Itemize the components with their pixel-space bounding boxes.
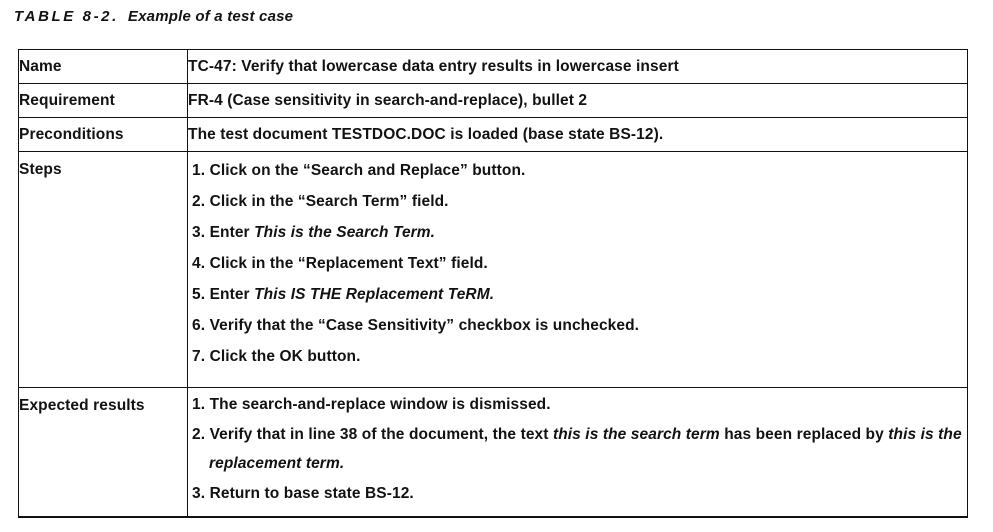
item-text: Click on the “Search and Replace” button… (209, 162, 526, 179)
step-item: 1. Click on the “Search and Replace” but… (189, 155, 967, 186)
row-value-requirement: FR-4 (Case sensitivity in search-and-rep… (187, 83, 968, 118)
step-item: 3. Enter This is the Search Term. (189, 217, 967, 248)
item-text: The search-and-replace window is dismiss… (209, 396, 551, 413)
step-item: 4. Click in the “Replacement Text” field… (189, 248, 967, 279)
row-label-name: Name (18, 49, 188, 84)
table-row-requirement: Requirement FR-4 (Case sensitivity in se… (18, 83, 968, 118)
step-item: 2. Click in the “Search Term” field. (189, 186, 967, 217)
expected-results-list: 1. The search-and-replace window is dism… (189, 388, 967, 509)
row-label-requirement: Requirement (18, 83, 188, 118)
item-number: 3. (192, 224, 206, 241)
item-text-italic: This is the Search Term. (254, 224, 436, 241)
table-row-name: Name TC-47: Verify that lowercase data e… (18, 49, 968, 84)
expected-result-item: 1. The search-and-replace window is dism… (189, 390, 967, 420)
row-label-preconditions: Preconditions (18, 117, 188, 152)
row-value-name: TC-47: Verify that lowercase data entry … (187, 49, 968, 84)
item-number: 1. (192, 396, 206, 413)
item-text: has been replaced by (719, 425, 889, 443)
item-text: Return to base state BS-12. (209, 484, 414, 502)
table-row-expected-results: Expected results 1. The search-and-repla… (18, 387, 968, 518)
item-text: Enter (209, 286, 255, 303)
item-number: 3. (192, 484, 206, 502)
item-number: 6. (192, 317, 206, 334)
item-text: Verify that the “Case Sensitivity” check… (209, 317, 640, 334)
item-text-italic: this is the search term (552, 425, 720, 443)
row-value-preconditions: The test document TESTDOC.DOC is loaded … (187, 117, 968, 152)
item-text: Click the OK button. (209, 348, 361, 365)
expected-result-item: 2. Verify that in line 38 of the documen… (189, 420, 967, 479)
table-caption-text: Example of a test case (127, 8, 294, 25)
step-item: 5. Enter This IS THE Replacement TeRM. (189, 279, 967, 310)
table-caption: TABLE 8-2. Example of a test case (14, 8, 293, 25)
table-row-steps: Steps 1. Click on the “Search and Replac… (18, 151, 968, 388)
item-number: 2. (192, 193, 206, 210)
step-item: 6. Verify that the “Case Sensitivity” ch… (189, 310, 967, 341)
item-text: Enter (209, 224, 255, 241)
item-text-italic: This IS THE Replacement TeRM. (254, 286, 495, 303)
item-number: 2. (192, 425, 206, 443)
item-number: 4. (192, 255, 206, 272)
item-text: Verify that in line 38 of the document, … (209, 425, 553, 443)
expected-result-item: 3. Return to base state BS-12. (189, 479, 967, 509)
item-number: 7. (192, 348, 206, 365)
test-case-table: Name TC-47: Verify that lowercase data e… (18, 49, 968, 518)
item-number: 1. (192, 162, 206, 179)
item-number: 5. (192, 286, 206, 303)
item-text: Click in the “Search Term” field. (209, 193, 449, 210)
steps-list: 1. Click on the “Search and Replace” but… (189, 153, 967, 373)
row-label-steps: Steps (18, 151, 188, 388)
item-text-italic: this is the replacement term. (209, 425, 962, 473)
item-text: Click in the “Replacement Text” field. (209, 255, 488, 272)
table-number: TABLE 8-2. (14, 8, 119, 25)
table-row-preconditions: Preconditions The test document TESTDOC.… (18, 117, 968, 152)
row-value-steps: 1. Click on the “Search and Replace” but… (187, 151, 968, 388)
row-label-expected-results: Expected results (18, 387, 188, 518)
step-item: 7. Click the OK button. (189, 341, 967, 372)
row-value-expected-results: 1. The search-and-replace window is dism… (187, 387, 968, 518)
